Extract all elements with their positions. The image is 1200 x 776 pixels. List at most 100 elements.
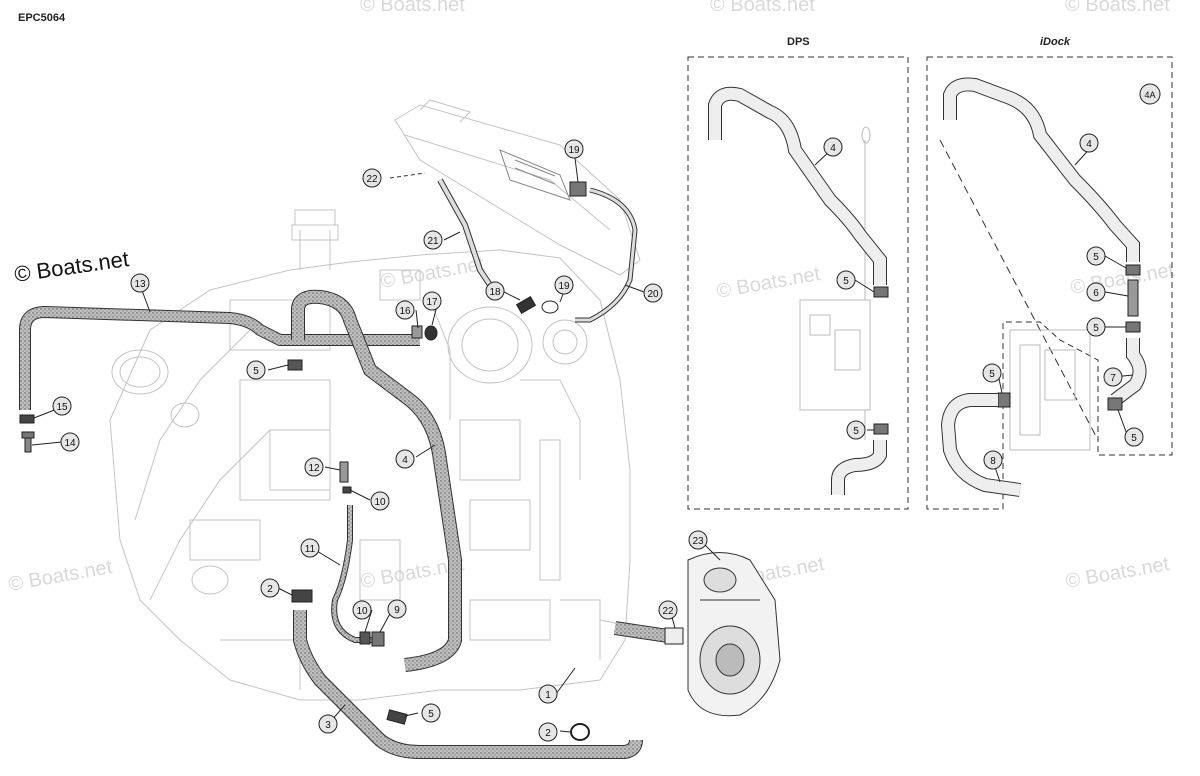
hose-11 <box>331 505 372 643</box>
svg-text:5: 5 <box>1131 433 1137 444</box>
svg-text:4: 4 <box>402 455 408 466</box>
dps-module <box>799 126 871 440</box>
callout-19: 19 <box>554 275 574 295</box>
callout-22: 22 <box>658 600 678 620</box>
idock-clamp <box>997 392 1011 408</box>
callout-18: 18 <box>485 281 505 301</box>
svg-text:5: 5 <box>1093 323 1099 334</box>
svg-text:5: 5 <box>843 276 849 287</box>
callout-10: 10 <box>352 600 372 620</box>
svg-text:9: 9 <box>394 605 400 616</box>
idock-panel-border <box>926 56 1173 510</box>
svg-text:22: 22 <box>662 606 674 617</box>
callout-7: 7 <box>1103 367 1123 387</box>
callout-16: 16 <box>395 300 415 320</box>
hose-3 <box>293 610 643 759</box>
svg-text:23: 23 <box>692 536 704 547</box>
dps-clamp <box>873 423 889 435</box>
callouts: 13 15 14 5 16 17 18 19 19 22 21 20 12 4 … <box>52 83 1161 742</box>
svg-text:19: 19 <box>558 281 570 292</box>
svg-text:5: 5 <box>428 709 434 720</box>
fittings <box>19 181 684 741</box>
hose-22-lower <box>613 621 670 643</box>
dps-panel-title: DPS <box>787 36 810 48</box>
svg-text:1: 1 <box>545 690 551 701</box>
svg-text:18: 18 <box>489 287 501 298</box>
callout-6: 6 <box>1086 282 1106 302</box>
svg-text:3: 3 <box>325 720 331 731</box>
callout-23: 23 <box>688 530 708 550</box>
svg-text:13: 13 <box>134 279 146 290</box>
callout-11: 11 <box>300 538 320 558</box>
callout-4: 4 <box>1079 133 1099 153</box>
svg-text:6: 6 <box>1093 288 1099 299</box>
callout-10: 10 <box>370 491 390 511</box>
callout-2: 2 <box>538 722 558 742</box>
callout-5: 5 <box>982 363 1002 383</box>
svg-text:10: 10 <box>374 497 386 508</box>
callout-5: 5 <box>1086 317 1106 337</box>
callout-21: 21 <box>423 230 443 250</box>
svg-text:5: 5 <box>253 366 259 377</box>
svg-text:20: 20 <box>647 289 659 300</box>
dps-panel-border <box>687 56 909 510</box>
svg-text:4: 4 <box>830 143 836 154</box>
callout-5: 5 <box>246 360 266 380</box>
svg-text:22: 22 <box>366 174 378 185</box>
engine-block <box>109 209 651 701</box>
hose-20 <box>575 187 638 323</box>
callout-22: 22 <box>362 168 382 188</box>
callout-5: 5 <box>1086 246 1106 266</box>
part-23 <box>687 552 781 717</box>
svg-text:15: 15 <box>56 402 68 413</box>
svg-text:21: 21 <box>427 236 439 247</box>
svg-text:5: 5 <box>1093 252 1099 263</box>
dps-clamp <box>873 286 889 298</box>
callout-9: 9 <box>387 599 407 619</box>
callout-19: 19 <box>564 139 584 159</box>
callout-5: 5 <box>846 420 866 440</box>
idock-hose-8 <box>940 393 1021 497</box>
hose-13 <box>19 305 420 410</box>
svg-text:10: 10 <box>356 606 368 617</box>
hose-21 <box>437 178 493 287</box>
callout-5: 5 <box>836 270 856 290</box>
idock-diagonal <box>939 139 1099 441</box>
callout-5: 5 <box>1124 427 1144 447</box>
callout-4: 4 <box>823 137 843 157</box>
svg-text:11: 11 <box>305 544 316 555</box>
ecm-module <box>394 99 641 276</box>
callout-5: 5 <box>421 703 441 723</box>
callout-4: 4 <box>395 449 415 469</box>
idock-hose-7 <box>1110 338 1147 406</box>
diagram-code: EPC5064 <box>18 12 66 24</box>
callout-4A: 4A <box>1139 83 1161 105</box>
svg-text:4A: 4A <box>1144 90 1155 100</box>
dps-hose-4 <box>708 86 887 285</box>
dps-hose-lower <box>831 440 887 495</box>
svg-text:2: 2 <box>545 728 551 739</box>
svg-text:8: 8 <box>990 456 996 467</box>
callout-15: 15 <box>52 396 72 416</box>
svg-text:5: 5 <box>853 426 859 437</box>
svg-text:14: 14 <box>64 438 76 449</box>
idock-fitting-6 <box>1127 279 1139 317</box>
idock-module <box>1009 329 1091 451</box>
callout-20: 20 <box>643 283 663 303</box>
svg-text:16: 16 <box>399 306 411 317</box>
svg-text:5: 5 <box>989 369 995 380</box>
callout-2: 2 <box>260 578 280 598</box>
svg-text:4: 4 <box>1086 139 1092 150</box>
callout-14: 14 <box>60 432 80 452</box>
leader-lines <box>31 144 1134 733</box>
svg-text:17: 17 <box>426 297 438 308</box>
svg-text:2: 2 <box>267 584 273 595</box>
watermark: © Boats.net <box>1065 0 1170 16</box>
leader-22 <box>389 172 426 179</box>
idock-clamp <box>1125 321 1141 333</box>
callout-8: 8 <box>983 450 1003 470</box>
callout-3: 3 <box>318 714 338 734</box>
callout-1: 1 <box>538 684 558 704</box>
